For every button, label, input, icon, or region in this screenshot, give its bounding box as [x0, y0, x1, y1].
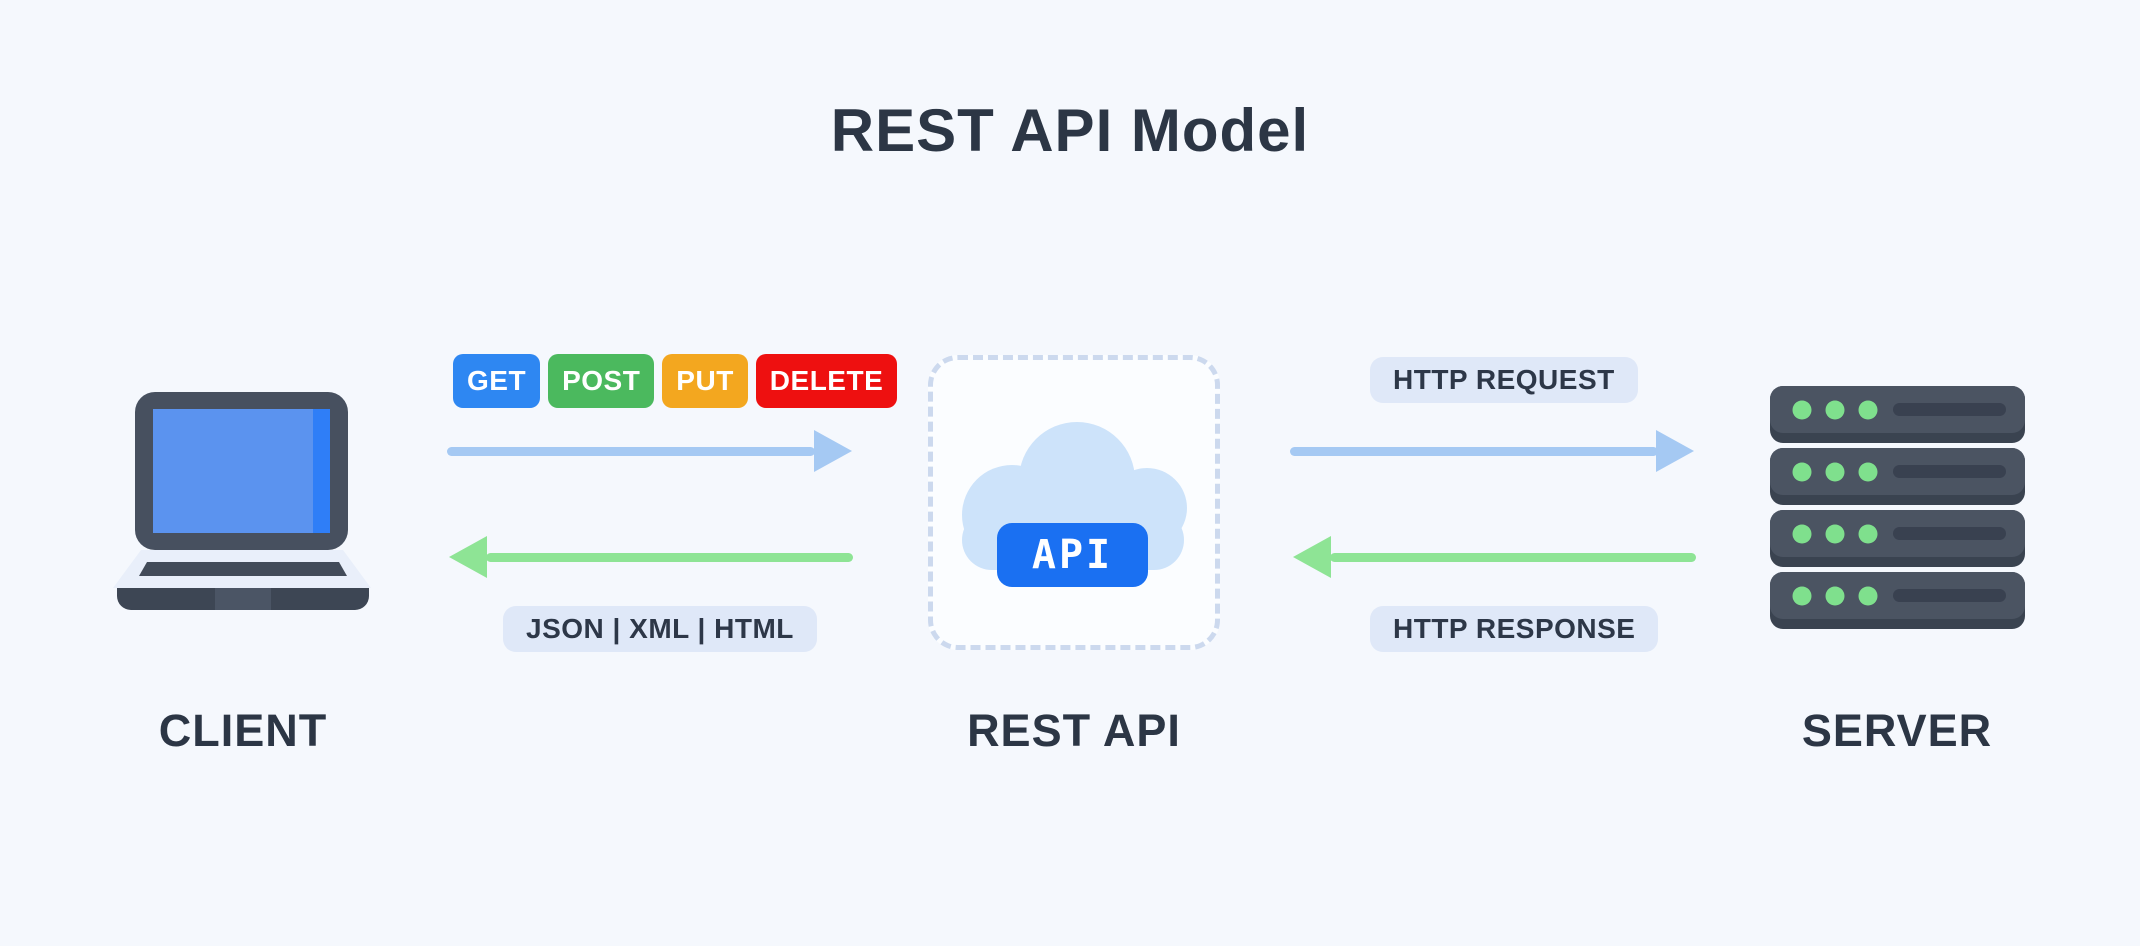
client-label: CLIENT — [158, 705, 328, 756]
api-badge: API — [997, 523, 1148, 587]
laptop-icon — [113, 392, 371, 610]
server-request-arrow-head — [1656, 430, 1694, 472]
client-request-arrow-shaft — [447, 447, 815, 456]
method-badge-post: POST — [548, 354, 655, 408]
server-request-arrow-shaft — [1290, 447, 1658, 456]
client-response-arrow-shaft — [486, 553, 853, 562]
client-response-arrow-head — [449, 536, 487, 578]
client-request-arrow-head — [814, 430, 852, 472]
server-response-arrow-head — [1293, 536, 1331, 578]
server-label: SERVER — [1801, 705, 1993, 756]
server-icon — [1770, 386, 2025, 629]
method-badge-delete: DELETE — [755, 354, 898, 408]
diagram-title: REST API Model — [830, 97, 1310, 164]
method-badge-get: GET — [453, 354, 541, 408]
http-methods-row: GET POST PUT DELETE — [453, 354, 898, 408]
server-response-arrow-shaft — [1330, 553, 1696, 562]
rest-api-label: REST API — [967, 705, 1181, 756]
http-response-pill: HTTP RESPONSE — [1370, 606, 1659, 652]
http-request-pill: HTTP REQUEST — [1370, 357, 1638, 403]
method-badge-put: PUT — [662, 354, 748, 408]
response-formats-pill: JSON | XML | HTML — [503, 606, 817, 652]
